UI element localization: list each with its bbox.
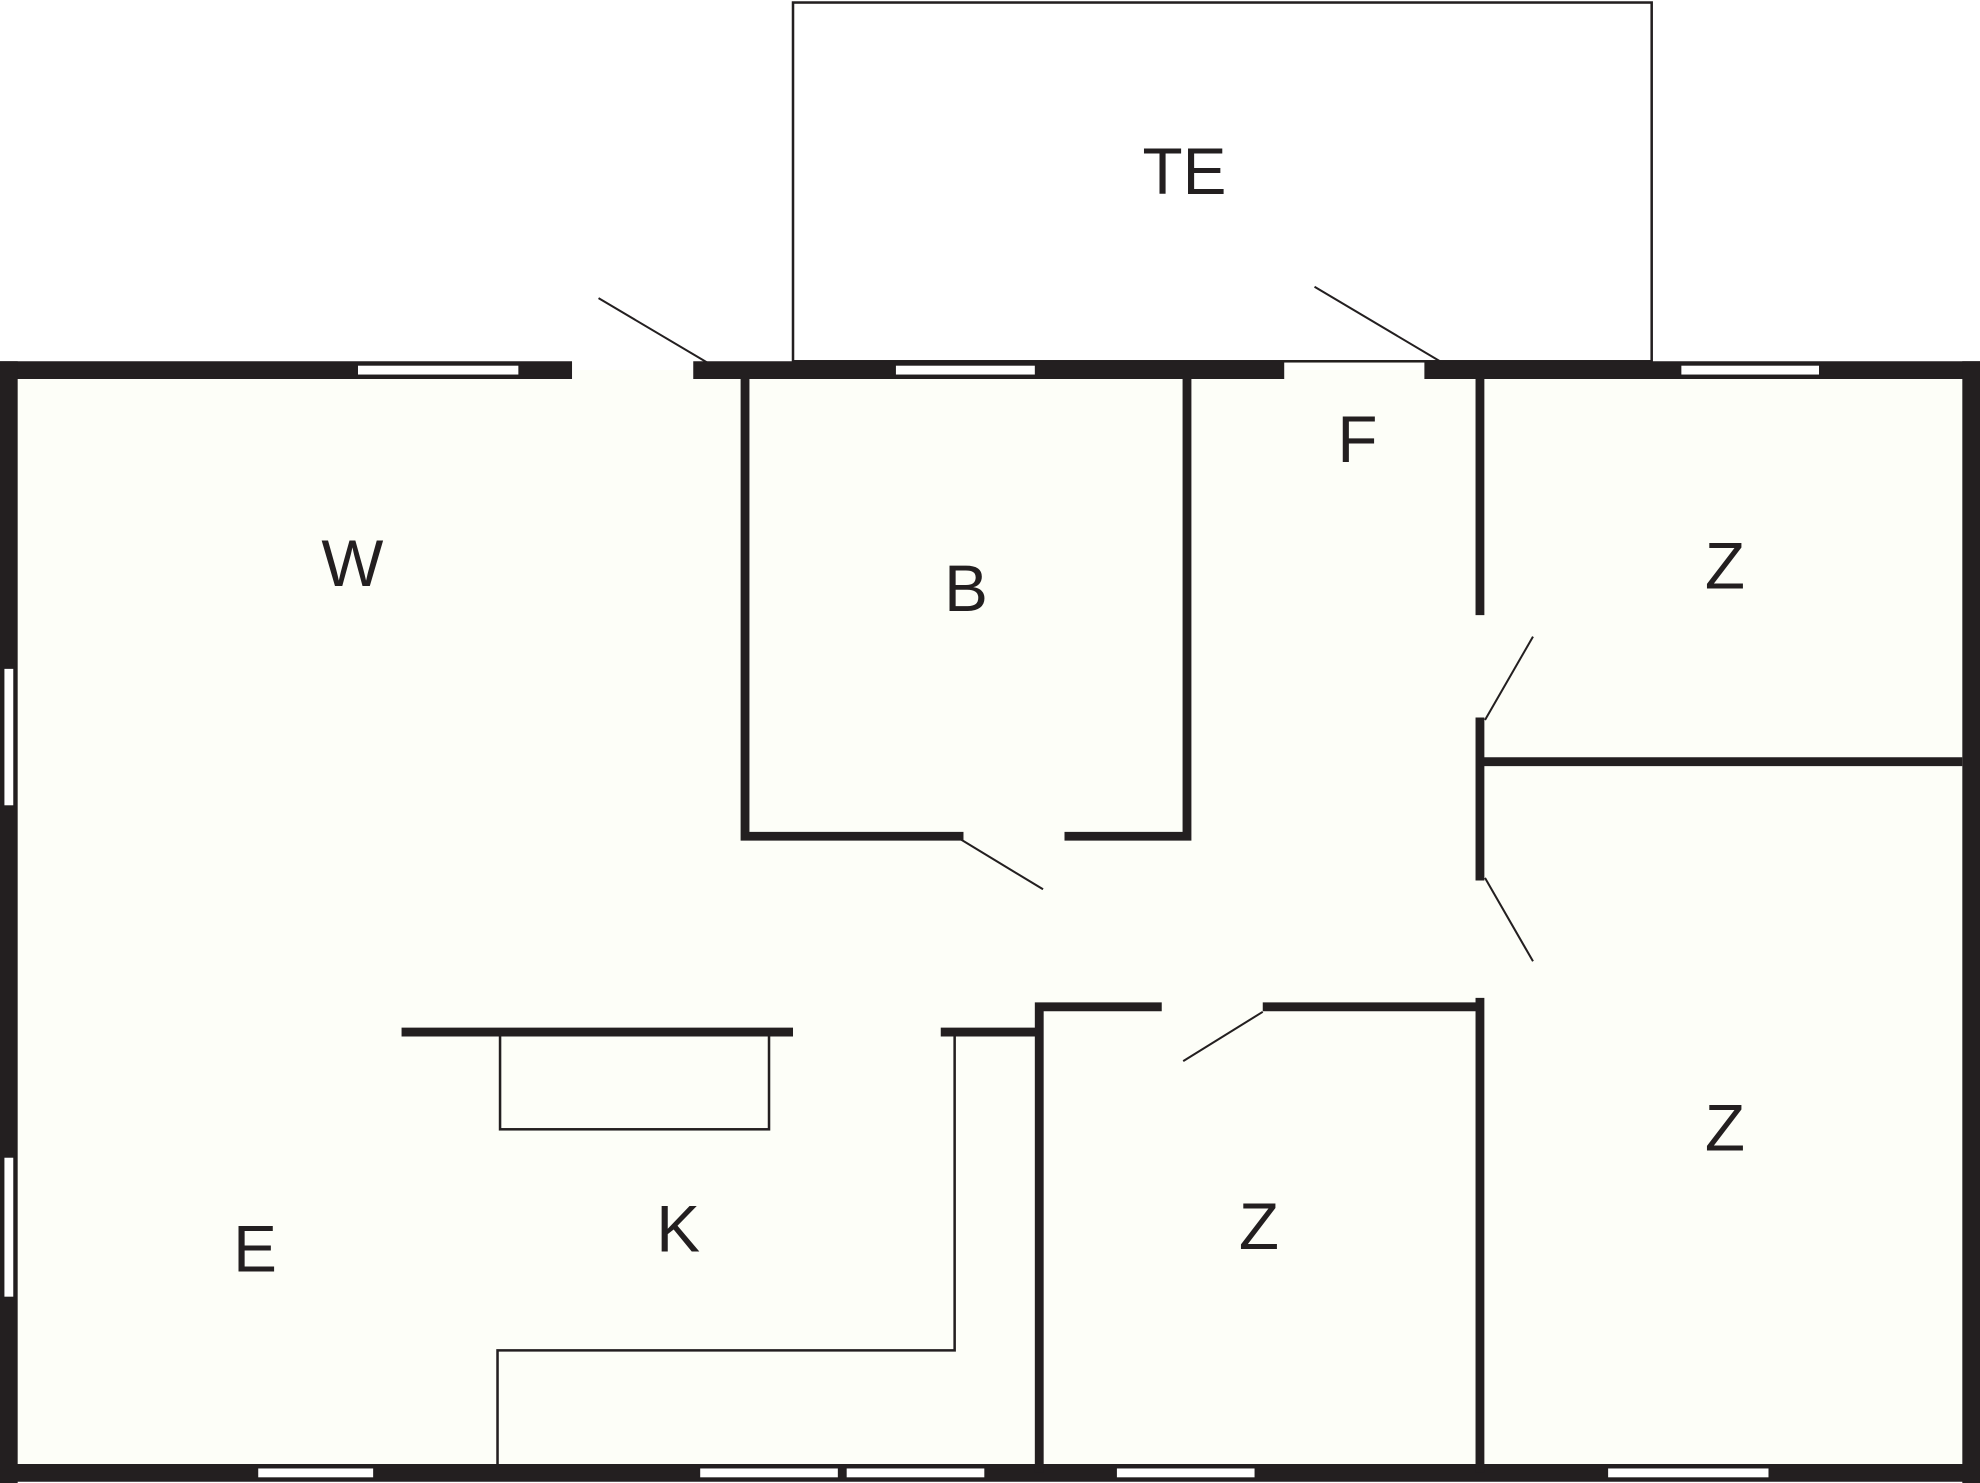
- room-label-kitchen: K: [656, 1192, 700, 1265]
- main-floor: [8, 370, 1972, 1473]
- window: [698, 1467, 840, 1479]
- window: [3, 667, 15, 807]
- window: [256, 1467, 375, 1479]
- window: [845, 1467, 986, 1479]
- room-label-bedroom-3: Z: [1239, 1190, 1279, 1263]
- windows: [3, 364, 1821, 1479]
- window: [1115, 1467, 1256, 1479]
- room-label-terrace: TE: [1143, 135, 1227, 208]
- room-label-living: W: [321, 527, 383, 600]
- interior-walls: [401, 378, 1963, 1473]
- window: [1606, 1467, 1770, 1479]
- room-label-bedroom-2: Z: [1705, 1091, 1745, 1164]
- room-label-bedroom-1: Z: [1705, 529, 1745, 602]
- window: [1680, 364, 1821, 376]
- door-swings: [598, 285, 1534, 1062]
- window: [356, 364, 520, 376]
- room-label-dining: E: [233, 1213, 277, 1286]
- room-label-hall: F: [1337, 403, 1377, 476]
- window: [3, 1156, 15, 1298]
- room-label-bathroom: B: [944, 552, 988, 625]
- window: [894, 364, 1037, 376]
